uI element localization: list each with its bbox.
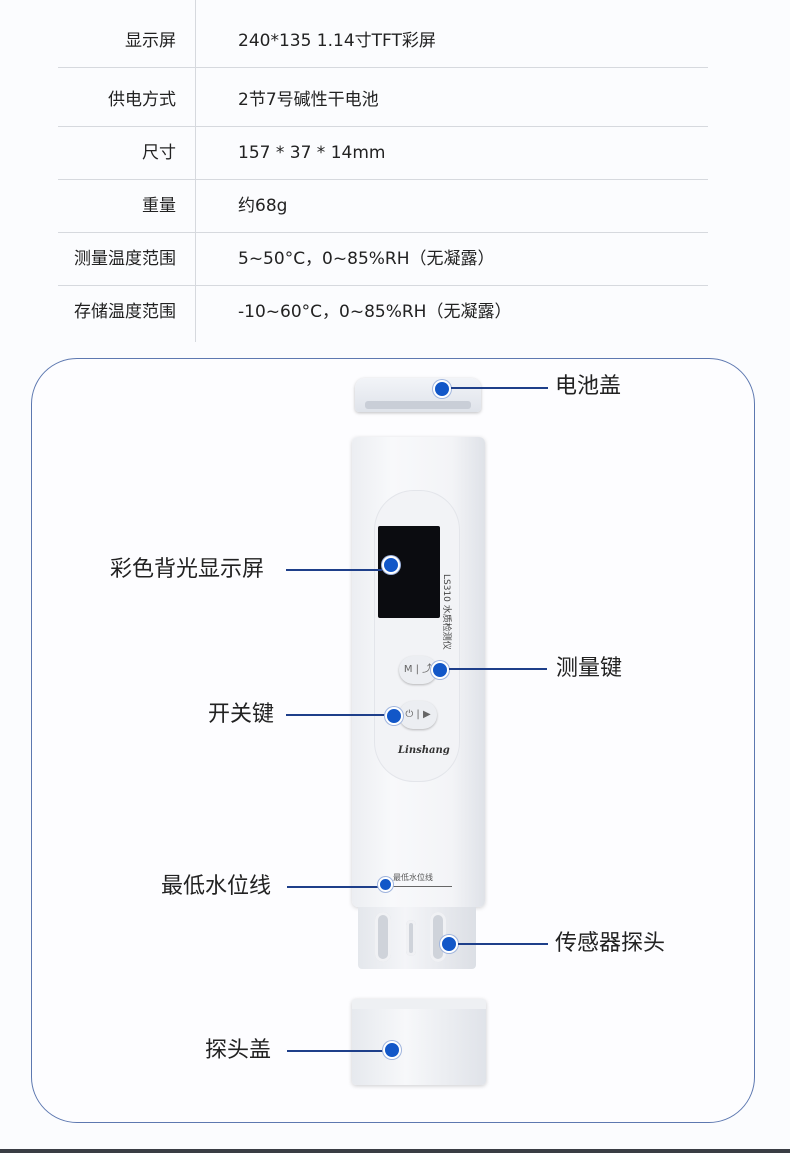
leader-line <box>287 1050 383 1052</box>
table-divider <box>195 0 196 342</box>
battery-cover <box>355 378 481 412</box>
spec-value: 2节7号碱性干电池 <box>238 90 379 110</box>
callout-display: 彩色背光显示屏 <box>110 557 265 582</box>
spec-table: 显示屏 240*135 1.14寸TFT彩屏 供电方式 2节7号碱性干电池 尺寸… <box>0 0 790 345</box>
power-key: ⏻ | ▶ <box>399 701 437 729</box>
callout-probe-cover: 探头盖 <box>205 1038 272 1063</box>
leader-line <box>451 387 548 389</box>
waterline-mark <box>380 886 452 887</box>
probe-cover <box>352 999 486 1085</box>
measure-key: M | ⤴ <box>399 656 437 684</box>
leader-line <box>286 714 385 716</box>
callout-power-key: 开关键 <box>208 702 275 727</box>
spec-row-storage-temp: 存储温度范围 -10~60°C，0~85%RH（无凝露） <box>0 286 790 339</box>
leader-line <box>458 943 548 945</box>
spec-value: -10~60°C，0~85%RH（无凝露） <box>238 302 512 322</box>
callout-dot <box>385 707 403 725</box>
callout-dot <box>431 661 449 679</box>
spec-row-weight: 重量 约68g <box>0 180 790 233</box>
leader-line <box>287 886 379 888</box>
callout-measure-key: 测量键 <box>556 656 623 681</box>
spec-label: 测量温度范围 <box>74 249 176 269</box>
spec-row-size: 尺寸 157 * 37 * 14mm <box>0 127 790 180</box>
callout-dot <box>383 1041 401 1059</box>
spec-row-power: 供电方式 2节7号碱性干电池 <box>0 74 790 127</box>
sensor-probe-center <box>406 920 416 956</box>
brand-logo: Linshang <box>398 745 450 756</box>
spec-value: 5~50°C，0~85%RH（无凝露） <box>238 249 495 269</box>
callout-dot <box>433 380 451 398</box>
spec-label: 供电方式 <box>108 90 176 110</box>
callout-dot <box>378 877 393 892</box>
callout-min-water-line: 最低水位线 <box>161 874 272 899</box>
bottom-bar <box>0 1149 790 1153</box>
spec-label: 显示屏 <box>125 31 176 51</box>
callout-sensor-probe: 传感器探头 <box>555 931 666 956</box>
callout-battery-cover: 电池盖 <box>555 374 622 399</box>
spec-label: 尺寸 <box>142 143 176 163</box>
spec-label: 存储温度范围 <box>74 302 176 322</box>
leader-line <box>286 569 382 571</box>
leader-line <box>449 668 547 670</box>
sensor-probe-left <box>375 912 391 962</box>
waterline-print: 最低水位线 <box>393 873 433 882</box>
spec-row-display: 显示屏 240*135 1.14寸TFT彩屏 <box>0 15 790 68</box>
spec-label: 重量 <box>142 196 176 216</box>
callout-dot <box>440 935 458 953</box>
spec-value: 157 * 37 * 14mm <box>238 143 386 163</box>
callout-dot <box>382 556 400 574</box>
spec-value: 240*135 1.14寸TFT彩屏 <box>238 31 436 51</box>
model-label: LS310 水质检测仪 <box>441 574 451 650</box>
spec-row-measure-temp: 测量温度范围 5~50°C，0~85%RH（无凝露） <box>0 233 790 286</box>
spec-value: 约68g <box>238 196 288 216</box>
